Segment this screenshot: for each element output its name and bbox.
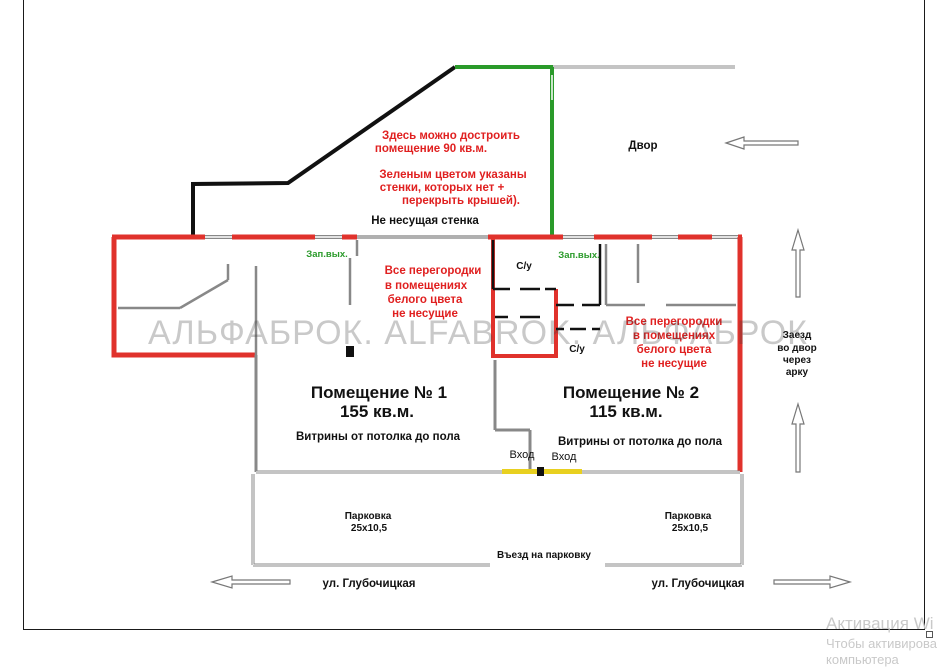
resize-handle[interactable] (926, 631, 933, 638)
label-can-build-1: Здесь можно достроить (382, 130, 520, 142)
extension-outline (191, 65, 457, 235)
partitions-left (118, 240, 359, 355)
room2-title: Помещение № 2 (563, 383, 699, 402)
room1-windows: Витрины от потолка до пола (296, 431, 461, 443)
parking1-label: Парковка (345, 511, 392, 522)
storefront-walls (254, 355, 740, 474)
parking1-size: 25x10,5 (351, 523, 388, 534)
label-non-bearing-wall: Не несущая стенка (371, 215, 479, 227)
windows-activation-overlay: Активация Wi Чтобы активирова компьютера (826, 613, 937, 667)
label-partitions-1-l4: не несущие (392, 308, 458, 320)
arrow-street-right (773, 575, 853, 589)
arrow-up (791, 227, 805, 298)
yard-entry-3: через (783, 355, 811, 366)
activation-line-3: компьютера (826, 652, 899, 667)
entrance-door-left (502, 469, 538, 474)
activation-line-2: Чтобы активирова (826, 636, 938, 651)
watermark: АЛЬФАБРОК. ALFABROK. АЛЬФАБРОК (148, 314, 808, 352)
label-green-note-3: перекрыть крышей). (402, 195, 520, 207)
label-green-note-2: стенки, которых нет + (380, 182, 505, 194)
parking2-size: 25x10,5 (672, 523, 709, 534)
parking2-label: Парковка (665, 511, 712, 522)
arrow-street-left (209, 575, 291, 589)
wc2-partitions (556, 244, 602, 331)
room1-title: Помещение № 1 (311, 383, 447, 402)
label-entrance-2: Вход (552, 451, 577, 463)
label-wc-1: С/у (516, 261, 532, 272)
column (346, 346, 354, 357)
label-partitions-2-l3: белого цвета (637, 344, 712, 356)
label-partitions-2-l1: Все перегородки (626, 316, 723, 328)
wc-bearing-wall (491, 237, 558, 358)
left-bearing-wall (111, 237, 256, 358)
label-yard: Двор (628, 140, 657, 152)
drawing-frame (23, 0, 925, 630)
label-partitions-1-l2: в помещениях (385, 280, 468, 292)
label-emergency-exit-2: Зап.вых. (558, 250, 600, 261)
label-parking-entry: Въезд на парковку (497, 550, 591, 561)
label-emergency-exit-1: Зап.вых. (306, 249, 348, 260)
label-can-build-2: помещение 90 кв.м. (375, 143, 487, 155)
yard-entry-1: Заезд (783, 330, 812, 341)
arrow-yard (724, 136, 799, 150)
room1-area: 155 кв.м. (340, 402, 414, 421)
room2-area: 115 кв.м. (589, 402, 662, 421)
entrance-door-right (544, 469, 582, 474)
label-partitions-2-l4: не несущие (641, 358, 707, 370)
activation-title: Активация Wi (826, 614, 934, 633)
street-label-left: ул. Глубочицкая (323, 578, 416, 590)
arrow-down-up (791, 401, 805, 473)
room2-windows: Витрины от потолка до пола (558, 436, 723, 448)
parking-outline-inner (252, 474, 743, 566)
entrance-divider (537, 467, 544, 476)
street-label-right: ул. Глубочицкая (652, 578, 745, 590)
label-wc-2: С/у (569, 344, 585, 355)
label-green-note-1: Зеленым цветом указаны (379, 169, 527, 181)
yard-entry-4: арку (786, 367, 809, 378)
wc-partitions (491, 240, 556, 319)
label-entrance-1: Вход (510, 449, 535, 461)
yard-entry-2: во двор (777, 343, 816, 354)
label-partitions-1-l1: Все перегородки (385, 265, 482, 277)
partitions-right (604, 244, 736, 307)
label-partitions-1-l3: белого цвета (388, 294, 463, 306)
label-partitions-2-l2: в помещениях (633, 330, 716, 342)
